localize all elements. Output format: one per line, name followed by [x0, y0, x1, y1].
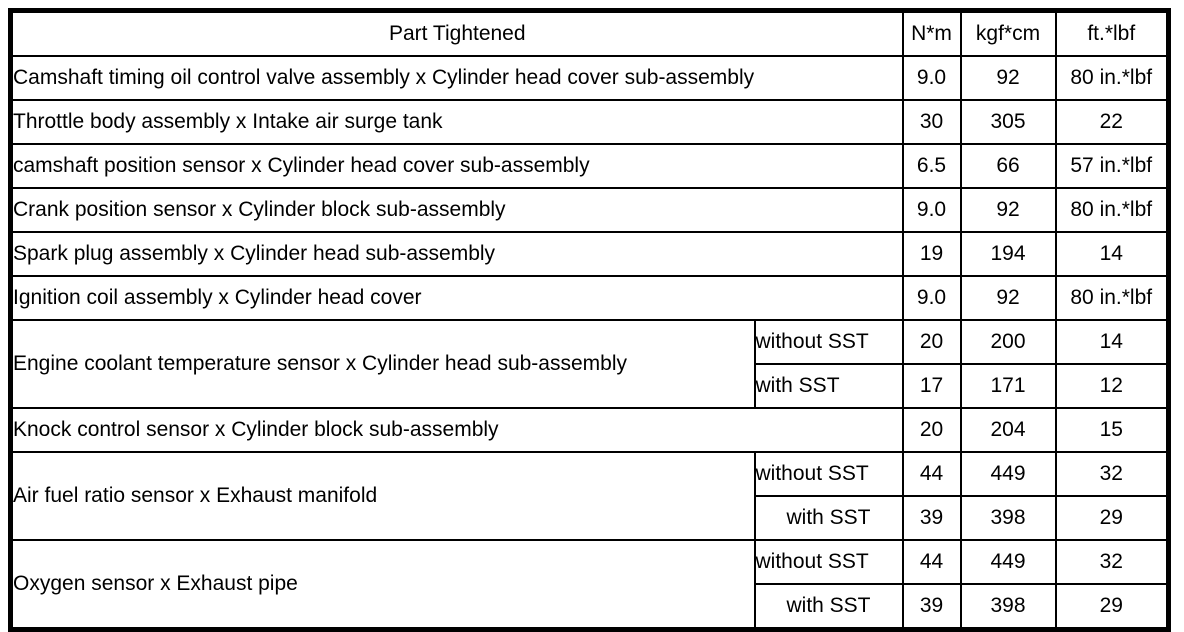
kgfcm-value-cell: 200 — [959, 319, 1057, 365]
nm-value-cell: 44 — [901, 539, 962, 585]
sst-variant-cell: with SST — [753, 363, 904, 409]
part-cell: Spark plug assembly x Cylinder head sub-… — [9, 231, 904, 277]
ftlbf-value-cell: 32 — [1054, 451, 1170, 497]
kgfcm-value-cell: 92 — [959, 275, 1057, 321]
nm-value-cell: 20 — [901, 319, 962, 365]
part-cell: camshaft position sensor x Cylinder head… — [9, 143, 904, 189]
kgfcm-value-cell: 398 — [959, 495, 1057, 541]
part-cell: Camshaft timing oil control valve assemb… — [9, 55, 904, 101]
kgfcm-value-cell: 92 — [959, 187, 1057, 233]
part-cell: Engine coolant temperature sensor x Cyli… — [9, 319, 756, 409]
nm-value-cell: 39 — [901, 583, 962, 631]
header-row: Part Tightened N*m kgf*cm ft.*lbf — [9, 9, 1170, 57]
col-header-nm: N*m — [901, 9, 962, 57]
ftlbf-value-cell: 29 — [1054, 583, 1170, 631]
sst-variant-cell: without SST — [753, 319, 904, 365]
part-cell: Throttle body assembly x Intake air surg… — [9, 99, 904, 145]
table-row-engine-coolant-without-sst: Engine coolant temperature sensor x Cyli… — [9, 319, 1170, 409]
table-row-crank-position-sensor: Crank position sensor x Cylinder block s… — [9, 187, 1170, 233]
ftlbf-value-cell: 32 — [1054, 539, 1170, 585]
nm-value-cell: 30 — [901, 99, 962, 145]
part-cell: Knock control sensor x Cylinder block su… — [9, 407, 904, 453]
torque-spec-page: Part Tightened N*m kgf*cm ft.*lbf Camsha… — [8, 8, 1171, 632]
ftlbf-value-cell: 15 — [1054, 407, 1170, 453]
col-header-ftlbf: ft.*lbf — [1054, 9, 1170, 57]
nm-value-cell: 17 — [901, 363, 962, 409]
table-row-air-fuel-ratio-with-sst: with SST 39 398 29 — [11, 495, 1170, 541]
kgfcm-value-cell: 305 — [959, 99, 1057, 145]
ftlbf-value-cell: 29 — [1054, 495, 1170, 541]
ftlbf-value-cell: 57 in.*lbf — [1054, 143, 1170, 189]
kgfcm-value-cell: 449 — [959, 539, 1057, 585]
sst-variant-cell: with SST — [753, 583, 904, 631]
table-row-ignition-coil: Ignition coil assembly x Cylinder head c… — [9, 275, 1170, 321]
table-row-camshaft-position-sensor: camshaft position sensor x Cylinder head… — [9, 143, 1170, 189]
ftlbf-value-cell: 80 in.*lbf — [1054, 55, 1170, 101]
ftlbf-value-cell: 80 in.*lbf — [1054, 187, 1170, 233]
ftlbf-value-cell: 12 — [1054, 363, 1170, 409]
kgfcm-value-cell: 92 — [959, 55, 1057, 101]
table-row-oxygen-sensor-without-sst: Oxygen sensor x Exhaust pipe without SST… — [9, 539, 1170, 631]
nm-value-cell: 9.0 — [901, 275, 962, 321]
sst-variant-cell: with SST — [753, 495, 904, 541]
sst-variant-cell: without SST — [753, 451, 904, 497]
kgfcm-value-cell: 66 — [959, 143, 1057, 189]
table-row-air-fuel-ratio-without-sst: Air fuel ratio sensor x Exhaust manifold… — [9, 451, 1170, 541]
torque-specifications-table: Part Tightened N*m kgf*cm ft.*lbf Camsha… — [8, 8, 1171, 632]
table-row-engine-coolant-with-sst: with SST 17 171 12 — [11, 363, 1170, 409]
nm-value-cell: 44 — [901, 451, 962, 497]
nm-value-cell: 39 — [901, 495, 962, 541]
nm-value-cell: 9.0 — [901, 187, 962, 233]
table-row-camshaft-timing-ocv: Camshaft timing oil control valve assemb… — [9, 55, 1170, 101]
kgfcm-value-cell: 204 — [959, 407, 1057, 453]
ftlbf-value-cell: 80 in.*lbf — [1054, 275, 1170, 321]
ftlbf-value-cell: 14 — [1054, 319, 1170, 365]
ftlbf-value-cell: 22 — [1054, 99, 1170, 145]
kgfcm-value-cell: 398 — [959, 583, 1057, 631]
nm-value-cell: 20 — [901, 407, 962, 453]
kgfcm-value-cell: 449 — [959, 451, 1057, 497]
table-row-spark-plug: Spark plug assembly x Cylinder head sub-… — [9, 231, 1170, 277]
nm-value-cell: 19 — [901, 231, 962, 277]
col-header-kgfcm: kgf*cm — [959, 9, 1057, 57]
col-header-part-tightened: Part Tightened — [9, 9, 904, 57]
part-cell: Ignition coil assembly x Cylinder head c… — [9, 275, 904, 321]
kgfcm-value-cell: 194 — [959, 231, 1057, 277]
kgfcm-value-cell: 171 — [959, 363, 1057, 409]
table-row-throttle-body: Throttle body assembly x Intake air surg… — [9, 99, 1170, 145]
part-cell: Air fuel ratio sensor x Exhaust manifold — [9, 451, 756, 541]
nm-value-cell: 9.0 — [901, 55, 962, 101]
sst-variant-cell: without SST — [753, 539, 904, 585]
part-cell: Crank position sensor x Cylinder block s… — [9, 187, 904, 233]
table-row-knock-control-sensor: Knock control sensor x Cylinder block su… — [9, 407, 1170, 453]
ftlbf-value-cell: 14 — [1054, 231, 1170, 277]
nm-value-cell: 6.5 — [901, 143, 962, 189]
part-cell: Oxygen sensor x Exhaust pipe — [9, 539, 756, 631]
